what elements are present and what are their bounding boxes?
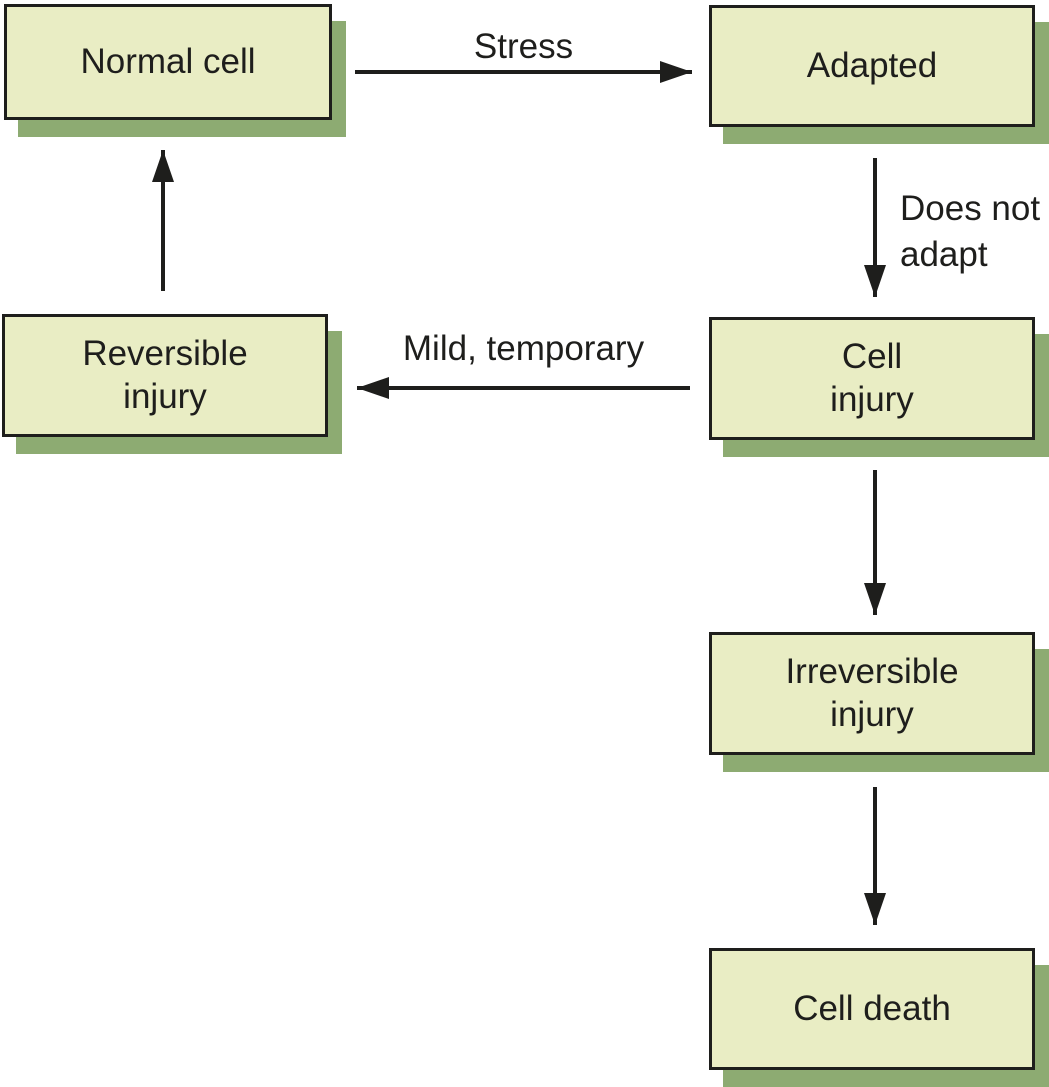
node-irreversible-injury-label: Irreversible injury [785,651,959,734]
edge-label-stress: Stress [473,27,574,66]
edge-label-mild-temporary: Mild, temporary [402,329,645,368]
node-cell-injury-label: Cell injury [830,336,914,419]
node-normal-cell-label: Normal cell [80,41,256,81]
node-cell-injury: Cell injury [709,317,1035,440]
node-irreversible-injury: Irreversible injury [709,632,1035,755]
node-cell-death-label: Cell death [793,988,951,1028]
node-reversible-injury-label: Reversible injury [82,333,248,416]
edge-label-does-not-adapt: Does not adapt [900,189,1041,274]
node-adapted-label: Adapted [806,45,938,85]
node-reversible-injury: Reversible injury [2,314,328,437]
node-normal-cell: Normal cell [4,4,332,120]
node-cell-death: Cell death [709,948,1035,1070]
node-adapted: Adapted [709,5,1035,127]
